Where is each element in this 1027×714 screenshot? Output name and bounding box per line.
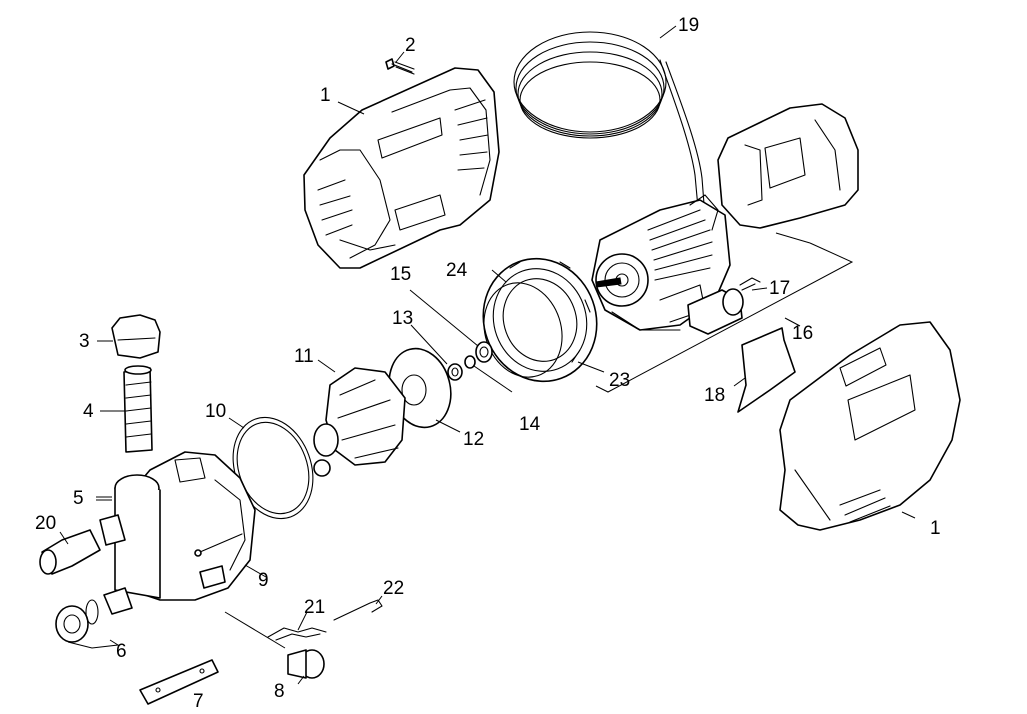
callout-7: 7: [193, 691, 204, 712]
seal-15: [475, 341, 493, 363]
clip-22: [333, 599, 383, 621]
cap-6: [55, 599, 99, 643]
o-ring-24: [483, 282, 563, 378]
wire-21: [267, 627, 327, 641]
filter-4: [123, 365, 153, 453]
callout-1-front: 1: [930, 518, 941, 539]
callout-3: 3: [79, 331, 90, 352]
callout-6: 6: [116, 641, 127, 662]
callout-23: 23: [609, 370, 630, 391]
housing-half-rear: [303, 67, 500, 269]
washer-14: [464, 355, 476, 369]
label-18: [737, 327, 796, 413]
motor-flange-23: [482, 257, 598, 383]
diffuser-11: [313, 367, 406, 477]
callout-2: 2: [405, 35, 416, 56]
housing-half-front: [779, 321, 961, 531]
callout-24: 24: [446, 260, 468, 281]
callout-19: 19: [678, 15, 699, 36]
capacitor-17: [687, 277, 761, 335]
callout-13: 13: [392, 308, 413, 329]
callout-22: 22: [383, 578, 404, 599]
screw-2: [385, 58, 415, 75]
callout-8: 8: [274, 681, 285, 702]
pressure-switch-8: [287, 649, 325, 679]
motor-group-bracket: [595, 232, 854, 393]
cap-3: [111, 314, 161, 359]
callout-18: 18: [704, 385, 725, 406]
callout-11: 11: [294, 346, 314, 367]
callout-9: 9: [258, 570, 269, 591]
motor-16: [591, 194, 731, 331]
callout-15: 15: [390, 264, 411, 285]
callout-4: 4: [83, 401, 94, 422]
pump-housing: [99, 451, 256, 615]
callout-17: 17: [769, 278, 790, 299]
callout-14: 14: [519, 414, 541, 435]
callout-20: 20: [35, 513, 56, 534]
power-cable-19: [513, 31, 707, 231]
washer-13: [447, 363, 463, 381]
fitting-20: [39, 529, 101, 575]
callout-21: 21: [304, 597, 325, 618]
leader-lines: [59, 25, 916, 685]
callout-labels: 1 2 3 4 5 20 6 7 8 9 10 11 12 13 14 15 2…: [35, 15, 941, 712]
callout-1-rear: 1: [320, 85, 331, 106]
screw-9: [194, 533, 243, 557]
callout-12: 12: [463, 429, 484, 450]
plate-7: [139, 659, 219, 705]
callout-10: 10: [205, 401, 226, 422]
callout-5: 5: [73, 488, 84, 509]
motor-cover: [717, 103, 859, 229]
callout-16: 16: [792, 323, 813, 344]
